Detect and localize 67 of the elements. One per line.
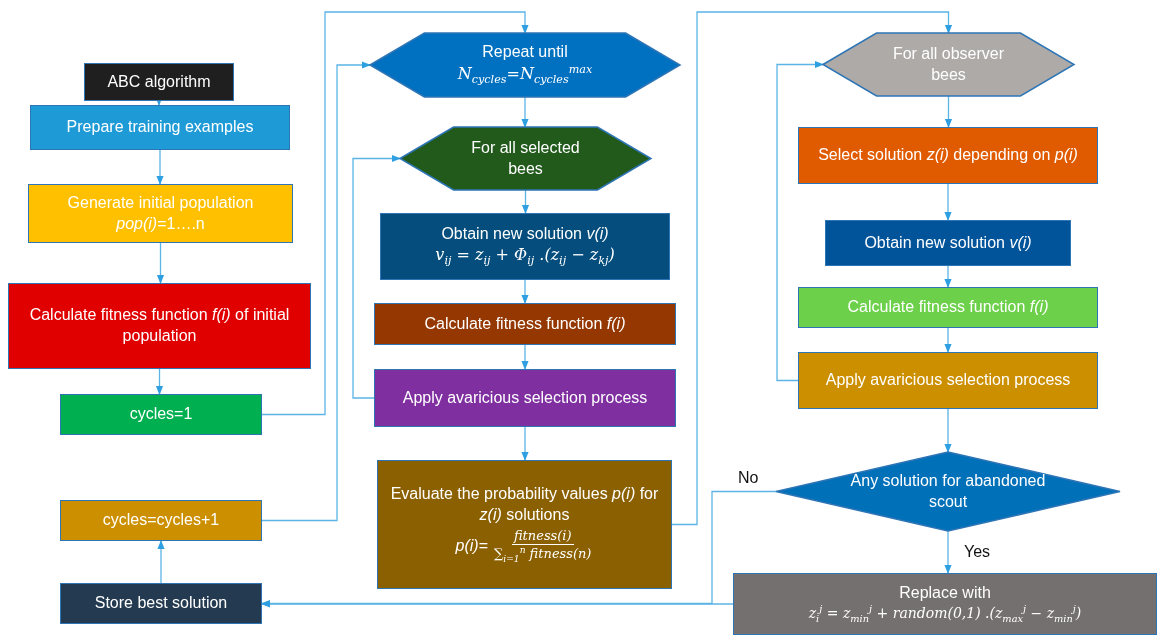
arrow [944, 183, 952, 221]
box-label: Calculate fitness function f(i) [847, 297, 1049, 318]
arrow [261, 61, 371, 522]
arrow [521, 96, 529, 128]
loop-hexagon [823, 33, 1074, 96]
arrow [521, 189, 530, 214]
box-label: cycles=cycles+1 [102, 510, 220, 531]
arrow [776, 60, 824, 382]
box-label: Obtain new solution v(i) [864, 232, 1032, 253]
box-label: Generate initial population [67, 192, 254, 213]
formula-text: p(i)= [455, 535, 488, 556]
process-box [30, 105, 290, 150]
process-box [8, 283, 311, 369]
arrow [521, 426, 529, 461]
process-box [60, 500, 262, 541]
box-label: For all observer bees [891, 43, 1006, 85]
arrow [157, 540, 165, 584]
arrow [671, 11, 953, 526]
box-label: Prepare training examples [66, 117, 254, 138]
fraction-denominator: ∑$_{i=1}$$^{n}$ fitness(n) [493, 544, 593, 566]
process-box [84, 63, 234, 101]
process-box [60, 583, 262, 624]
process-box [733, 573, 1157, 635]
arrow [944, 530, 952, 574]
box-label: Calculate fitness function f(i) of initial population [28, 305, 291, 346]
formula-text: z$_{i}$$^{j}$ = z$_{min}$$^{j}$ + random(0,1) .(z$_{max}$$^{j}$ − z$_{min}$$^{j}$) [808, 603, 1082, 626]
process-box [60, 394, 262, 435]
process-box [28, 184, 293, 243]
arrow [155, 368, 164, 395]
box-label: For all selected bees [470, 137, 581, 179]
decision-diamond [776, 452, 1120, 531]
process-box [374, 369, 676, 427]
arrow [261, 600, 734, 608]
box-label: Calculate fitness function f(i) [424, 313, 626, 334]
box-label: Replace with [899, 582, 991, 603]
box-label: cycles=1 [129, 404, 193, 425]
box-label: ABC algorithm [107, 71, 211, 92]
box-label: Obtain new solution v(i) [441, 224, 609, 245]
arrow [156, 149, 164, 185]
process-box [798, 287, 1098, 328]
arrow [944, 95, 953, 128]
box-label: Any solution for abandoned scout [849, 470, 1047, 512]
box-label: Repeat until [482, 42, 568, 63]
fraction-numerator: fitness(i) [511, 527, 574, 545]
arrow [521, 344, 529, 370]
arrow [944, 327, 952, 353]
process-box [798, 352, 1098, 409]
process-box [798, 127, 1098, 184]
box-label: pop(i)=1….n [116, 213, 205, 234]
arrow [352, 154, 401, 399]
process-box [377, 460, 672, 589]
formula-text: v$_{ij}$ = z$_{ij}$ + Φ$_{ij}$ .(z$_{ij}$ − z$_{kj}$) [435, 245, 615, 269]
process-box [825, 220, 1071, 266]
loop-hexagon [400, 127, 651, 190]
box-label: Store best solution [94, 593, 228, 614]
box-label: Select solution z(i) depending on p(i) [818, 145, 1078, 166]
process-box [374, 303, 676, 345]
arrow [944, 265, 952, 288]
arrow [521, 279, 529, 304]
loop-hexagon [370, 33, 680, 97]
box-label: Apply avaricious selection process [402, 387, 648, 408]
arrow [156, 242, 165, 284]
box-label: Apply avaricious selection process [825, 370, 1071, 391]
box-label: Evaluate the probability values p(i) for z(i) solutions [389, 483, 660, 525]
process-box [380, 213, 670, 280]
arrow [944, 408, 952, 453]
arrow [261, 11, 529, 416]
